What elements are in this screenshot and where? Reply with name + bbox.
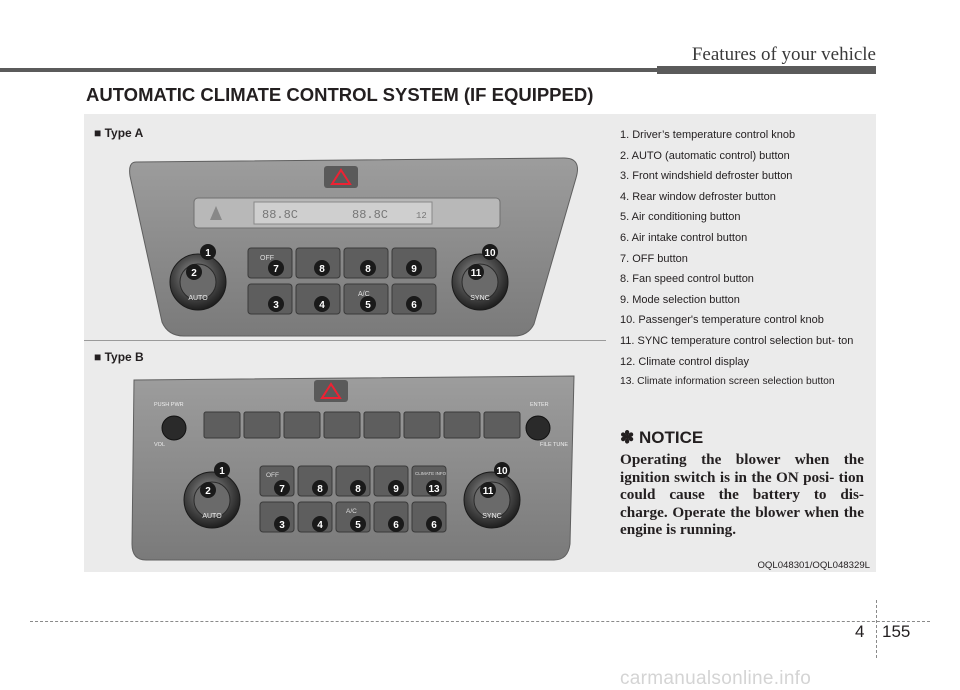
type-a-label: ■ Type A: [94, 126, 144, 140]
callout-2-b: 2: [205, 486, 211, 497]
callout-7-b: 7: [279, 484, 285, 495]
callout-5: 5: [365, 300, 371, 311]
list-item: 1. Driver’s temperature control knob: [620, 129, 796, 141]
tune-knob: [525, 415, 551, 441]
type-b-control-unit: PUSH PWR VOL ENTER FILE TUNE AUTO: [124, 374, 584, 564]
callout-4-b: 4: [317, 520, 323, 531]
footer-rule: [30, 621, 930, 622]
figure-illustrations: ■ Type A: [84, 114, 606, 572]
notice-title: ✽ NOTICE: [620, 428, 704, 447]
list-item: 8. Fan speed control button: [620, 273, 754, 286]
svg-text:OFF: OFF: [260, 255, 274, 262]
list-item: 4. Rear window defroster button: [620, 190, 776, 203]
component-list: 1. Driver’s temperature control knob 2. …: [620, 128, 868, 396]
header-rule: [0, 68, 876, 72]
callout-13-b: 13: [428, 484, 440, 495]
list-item: 11. SYNC temperature control selection b…: [620, 334, 854, 347]
seat-icon: [210, 206, 222, 220]
header-rule-accent: [657, 66, 876, 74]
hazard-icon: [330, 168, 352, 185]
svg-text:A/C: A/C: [358, 291, 370, 298]
list-item: 3. Front windshield defroster button: [620, 170, 793, 183]
svg-text:SYNC: SYNC: [482, 513, 501, 520]
audio-preset-buttons: [203, 411, 521, 439]
svg-text:FILE TUNE: FILE TUNE: [540, 442, 568, 448]
list-item: 12. Climate control display: [620, 355, 750, 368]
power-volume-knob: [161, 415, 187, 441]
svg-text:88.8C: 88.8C: [352, 208, 388, 222]
callout-7: 7: [273, 264, 279, 275]
section-title: AUTOMATIC CLIMATE CONTROL SYSTEM (IF EQU…: [86, 84, 594, 105]
callout-11: 11: [471, 268, 482, 279]
figure-code: OQL048301/OQL048329L: [757, 560, 870, 571]
callout-8b-b: 8: [355, 484, 361, 495]
callout-8-b: 8: [317, 484, 323, 495]
svg-text:CLIMATE INFO: CLIMATE INFO: [415, 471, 447, 476]
callout-3: 3: [273, 300, 279, 311]
callout-4: 4: [319, 300, 325, 311]
callout-6-b: 6: [393, 520, 399, 531]
watermark: carmanualsonline.info: [620, 668, 812, 689]
type-b-label: ■ Type B: [94, 350, 144, 364]
svg-text:AUTO: AUTO: [202, 513, 222, 520]
figure-panel: ■ Type A: [84, 114, 876, 572]
list-item: 13. Climate information screen selection…: [620, 376, 835, 388]
callout-12: 12: [416, 211, 427, 221]
notice-body: Operating the blower when the ignition s…: [620, 451, 864, 539]
list-item: 9. Mode selection button: [620, 293, 740, 306]
callout-6: 6: [411, 300, 417, 311]
svg-text:ENTER: ENTER: [530, 402, 549, 408]
callout-1: 1: [205, 248, 211, 259]
callout-6b-b: 6: [431, 520, 437, 531]
callout-1-b: 1: [219, 466, 225, 477]
callout-8: 8: [319, 264, 325, 275]
callout-5-b: 5: [355, 520, 361, 531]
list-item: 7. OFF button: [620, 252, 688, 265]
page-number: 155: [882, 622, 911, 641]
callout-8b: 8: [365, 264, 371, 275]
list-item: 6. Air intake control button: [620, 231, 748, 244]
svg-text:SYNC: SYNC: [470, 295, 489, 302]
callout-10: 10: [484, 248, 496, 259]
list-item: 10. Passenger's temperature control knob: [620, 314, 824, 327]
type-a-control-unit: 88.8C 88.8C 12 AUTO SYNC OFF: [124, 154, 584, 338]
svg-text:AUTO: AUTO: [188, 295, 208, 302]
figure-divider: [84, 340, 606, 341]
svg-text:PUSH PWR: PUSH PWR: [154, 402, 184, 408]
callout-9-b: 9: [393, 484, 399, 495]
callout-11-b: 11: [483, 486, 494, 497]
callout-10-b: 10: [496, 466, 508, 477]
callout-9: 9: [411, 264, 417, 275]
hazard-icon-b: [320, 382, 342, 399]
callout-2: 2: [191, 268, 197, 279]
svg-text:VOL: VOL: [154, 442, 165, 448]
header-title: Features of your vehicle: [691, 44, 876, 65]
list-item: 2. AUTO (automatic control) button: [620, 149, 790, 162]
svg-text:88.8C: 88.8C: [262, 208, 298, 222]
svg-text:OFF: OFF: [266, 472, 279, 479]
svg-text:A/C: A/C: [346, 508, 357, 515]
callout-3-b: 3: [279, 520, 285, 531]
chapter-number: 4: [855, 622, 865, 641]
footer-separator: [876, 600, 877, 658]
list-item: 5. Air conditioning button: [620, 211, 741, 224]
